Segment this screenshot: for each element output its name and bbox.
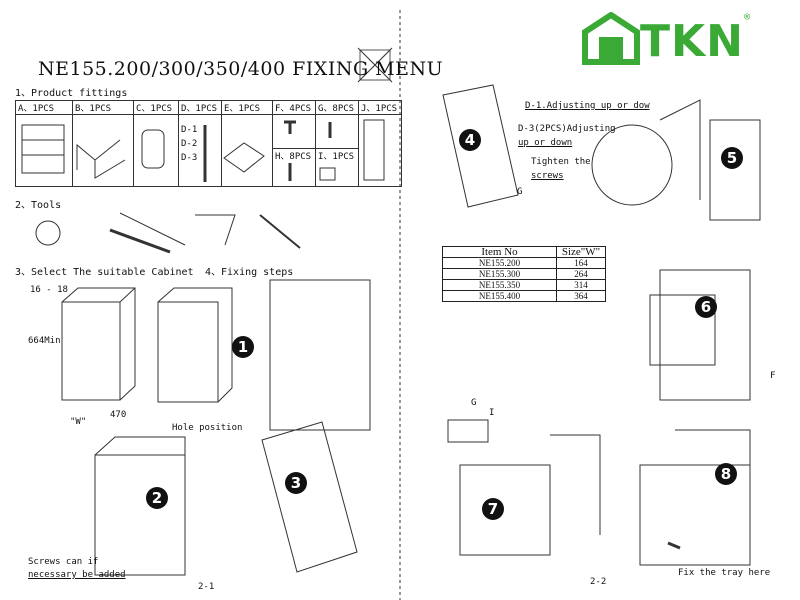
section-cabinet: 3、Select The suitable Cabinet: [15, 267, 194, 278]
step1-drawing: [157, 287, 233, 403]
step-1-marker: 1: [232, 336, 254, 358]
tighten-label-2: screws: [531, 171, 564, 181]
tkn-logo-icon: [582, 12, 640, 65]
fitting-g: G、8PCS: [315, 100, 359, 115]
step6-drawing: [649, 269, 751, 401]
fitting-c: C、1PCS: [133, 100, 179, 115]
fitting-j: J、1PCS: [358, 100, 402, 115]
brand-name: TKN: [640, 15, 744, 67]
d3-label-1: D-3(2PCS)Adjusting: [518, 124, 616, 134]
g-label-step7: G: [471, 398, 477, 408]
cabinet-depth: 470: [110, 410, 127, 420]
step-6-marker: 6: [695, 296, 717, 318]
part-d1-label: D-1: [181, 125, 198, 135]
item-no: NE155.350: [442, 279, 557, 291]
step1-detail: [269, 279, 371, 431]
page-number-left: 2-1: [198, 582, 215, 592]
step-8-marker: 8: [715, 463, 737, 485]
part-d3-label: D-3: [181, 153, 198, 163]
tighten-label-1: Tighten the: [531, 157, 591, 167]
brand-logo: TKN ®: [582, 12, 750, 70]
section-steps: 4、Fixing steps: [205, 267, 294, 278]
page-number-right: 2-2: [590, 577, 607, 587]
fix-tray-label: Fix the tray here: [678, 568, 771, 578]
g-label: G: [517, 187, 523, 197]
cabinet-drawing: [61, 287, 136, 401]
size: 364: [556, 290, 606, 302]
page-title: NE155.200/300/350/400 FIXING MENU: [38, 58, 444, 80]
item-no: NE155.300: [442, 268, 557, 280]
item-no: NE155.400: [442, 290, 557, 302]
d1-label: D-1.Adjusting up or dow: [525, 101, 650, 111]
size: 264: [556, 268, 606, 280]
step3-drawing: [261, 421, 358, 573]
fitting-d: D、1PCS: [178, 100, 222, 115]
item-no: NE155.200: [442, 257, 557, 269]
section-fittings: 1、Product fittings: [15, 88, 128, 99]
fitting-b: B、1PCS: [72, 100, 134, 115]
fitting-a: A、1PCS: [15, 100, 73, 115]
screws-note-2: necessary be added: [28, 570, 126, 580]
step-4-marker: 4: [459, 129, 481, 151]
fitting-i: I、1PCS: [315, 148, 359, 187]
step4-drawing: [442, 84, 673, 208]
registered-mark: ®: [743, 12, 750, 23]
fitting-e: E、1PCS: [221, 100, 273, 115]
fitting-f: F、4PCS: [272, 100, 316, 115]
size: 164: [556, 257, 606, 269]
step7-drawing: [447, 419, 601, 556]
step5-drawing: [659, 99, 761, 221]
step-2-marker: 2: [146, 487, 168, 509]
step2-drawing: [94, 436, 186, 576]
screws-note-1: Screws can if: [28, 557, 99, 567]
section-tools: 2、Tools: [15, 200, 62, 211]
cabinet-height: 664Min: [28, 336, 61, 346]
size: 314: [556, 279, 606, 291]
no-litter-icon: [357, 47, 393, 83]
step8-drawing: [639, 429, 751, 566]
cabinet-thickness: 16 - 18: [30, 285, 68, 295]
i-label: I: [489, 408, 495, 418]
cabinet-width: "W": [70, 417, 87, 427]
fitting-h: H、8PCS: [272, 148, 316, 187]
step-7-marker: 7: [482, 498, 504, 520]
header-size: Size"W": [556, 246, 606, 258]
header-item-no: Item No: [442, 246, 557, 258]
tools-drawing: [35, 212, 301, 254]
part-d2-label: D-2: [181, 139, 198, 149]
fittings-table: A、1PCS B、1PCS C、1PCS D、1PCS E、1PCS F、4PC…: [15, 100, 402, 187]
hole-position-label: Hole position: [172, 423, 243, 433]
step-5-marker: 5: [721, 147, 743, 169]
d3-label-2: up or down: [518, 138, 573, 148]
f-label: F: [770, 371, 776, 381]
step-3-marker: 3: [285, 472, 307, 494]
